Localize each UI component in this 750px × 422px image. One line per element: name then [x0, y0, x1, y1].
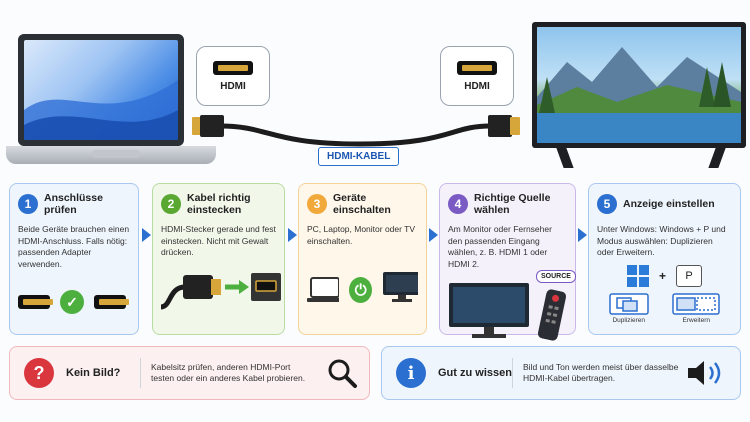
- step-text: HDMI-Stecker gerade und fest einstecken.…: [161, 224, 276, 257]
- hdmi-port-bubble-left: HDMI: [196, 46, 270, 106]
- divider: [512, 358, 513, 388]
- arrow-right-icon: [578, 228, 587, 242]
- step-title: Richtige Quelle wählen: [474, 192, 551, 216]
- hdmi-port-bubble-right: HDMI: [440, 46, 514, 106]
- step-number: 4: [448, 194, 468, 214]
- tip-text: Bild und Ton werden meist über dasselbe …: [523, 361, 679, 384]
- tip-title: Kein Bild?: [66, 367, 121, 379]
- tip-title: Gut zu wissen: [438, 367, 512, 379]
- step-2-card: 2 Kabel richtig einstecken HDMI-Stecker …: [152, 183, 285, 335]
- step-1-card: 1 Anschlüsse prüfen Beide Geräte brauche…: [9, 183, 139, 335]
- hdmi-port-label: HDMI: [220, 80, 246, 92]
- tv-leg-right: [708, 148, 726, 168]
- speaker-icon: [688, 361, 721, 385]
- plus-sign: +: [658, 268, 666, 283]
- step-text: PC, Laptop, Monitor oder TV einschalten.: [307, 224, 416, 246]
- step-text: Unter Windows: Windows + P und Modus aus…: [597, 224, 726, 257]
- laptop-trackpad: [92, 150, 140, 158]
- good-to-know-tip: i Gut zu wissen Bild und Ton werden meis…: [381, 346, 741, 400]
- step-title: Anschlüsse prüfen: [44, 192, 103, 216]
- step-text: Beide Geräte brauchen einen HDMI-Anschlu…: [18, 224, 130, 269]
- cable-label: HDMI-KABEL: [318, 147, 400, 166]
- hdmi-port-icon: [213, 60, 253, 75]
- plug-insert-illustration: [160, 272, 281, 309]
- monitor-icon: [449, 283, 529, 338]
- remote-control-icon: [537, 289, 567, 341]
- info-icon: i: [396, 358, 426, 388]
- step-3-card: 3 Geräte einschalten PC, Laptop, Monitor…: [298, 183, 427, 335]
- step-number: 1: [18, 194, 38, 214]
- hdmi-port-icon: [94, 295, 129, 309]
- power-icon: ⏻: [349, 277, 373, 303]
- step-number: 5: [597, 194, 617, 214]
- step-title: Anzeige einstellen: [623, 198, 715, 210]
- arrow-right-icon: [429, 228, 438, 242]
- no-picture-tip: ? Kein Bild? Kabelsitz prüfen, anderen H…: [9, 346, 370, 400]
- extend-display-icon: [672, 292, 720, 315]
- mode-duplicate-label: Duplizieren: [612, 316, 646, 324]
- mode-extend-label: Erweitern: [682, 316, 710, 324]
- magnifier-icon: [328, 359, 357, 388]
- step-5-card: 5 Anzeige einstellen Unter Windows: Wind…: [588, 183, 741, 335]
- hdmi-port-icon: [18, 295, 53, 309]
- step-title: Geräte einschalten: [333, 192, 391, 216]
- tv-illustration: [532, 22, 746, 148]
- step-4-card: 4 Richtige Quelle wählen Am Monitor oder…: [439, 183, 576, 341]
- hdmi-port-label: HDMI: [464, 80, 490, 92]
- laptop-illustration: [18, 34, 184, 146]
- source-label: SOURCE: [536, 270, 576, 283]
- tv-leg-left: [556, 148, 574, 168]
- step-number: 3: [307, 194, 327, 214]
- divider: [140, 358, 141, 388]
- step-text: Am Monitor oder Fernseher den passenden …: [448, 224, 552, 269]
- duplicate-display-icon: [609, 292, 649, 315]
- question-icon: ?: [24, 358, 54, 388]
- arrow-right-icon: [142, 228, 151, 242]
- monitor-icon: [383, 272, 419, 302]
- p-key-icon: P: [676, 264, 702, 287]
- hdmi-port-icon: [457, 60, 497, 75]
- step-number: 2: [161, 194, 181, 214]
- windows-logo-icon: [626, 264, 649, 287]
- checkmark-icon: ✓: [60, 290, 84, 314]
- arrow-right-icon: [288, 228, 297, 242]
- hdmi-cable: [192, 115, 520, 147]
- step-title: Kabel richtig einstecken: [187, 192, 251, 216]
- tip-text: Kabelsitz prüfen, anderen HDMI-Port test…: [151, 361, 306, 384]
- laptop-icon: [307, 277, 340, 302]
